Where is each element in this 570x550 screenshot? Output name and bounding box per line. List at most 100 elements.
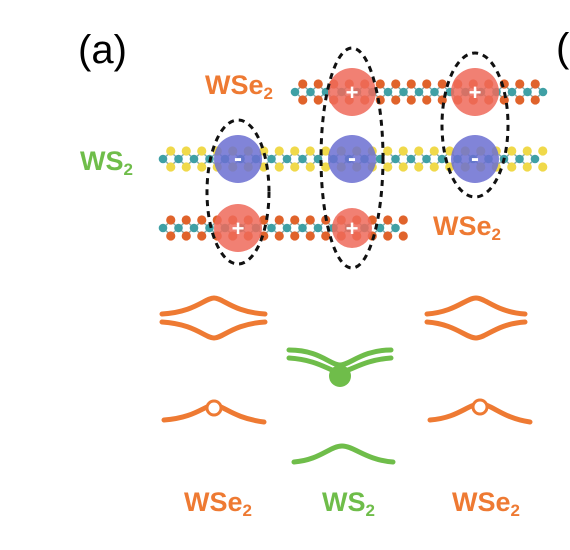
metal-atom [391, 223, 400, 233]
chalcogen-atom [298, 79, 308, 89]
metal-atom [306, 87, 315, 97]
metal-atom [290, 87, 300, 97]
chalcogen-atom [321, 146, 331, 156]
band-left-hole [205, 399, 223, 417]
hole-symbol: + [232, 216, 245, 241]
chalcogen-atom [197, 146, 207, 156]
chalcogen-atom [530, 79, 540, 89]
band-center-lower [291, 443, 396, 465]
chalcogen-atom [290, 215, 300, 225]
metal-atom [189, 223, 199, 233]
metal-atom [391, 154, 400, 164]
chalcogen-atom [522, 162, 532, 172]
electron-symbol: - [348, 145, 356, 172]
metal-atom [282, 154, 292, 164]
chalcogen-atom [383, 146, 393, 156]
next-panel-label-partial: ( [556, 26, 570, 70]
metal-atom [507, 87, 517, 97]
panel-label: (a) [78, 28, 127, 72]
exciton-ellipse-right [440, 51, 510, 199]
metal-atom [530, 154, 540, 164]
electron-left: - [214, 135, 262, 183]
band-left-upper-1 [159, 295, 268, 317]
band-right-upper-1 [424, 295, 528, 317]
metal-atom [158, 154, 168, 164]
metal-atom [267, 154, 276, 164]
chalcogen-atom [197, 162, 207, 172]
band-center [286, 347, 396, 465]
chalcogen-atom [391, 95, 401, 105]
metal-atom [313, 223, 323, 233]
chalcogen-atom [181, 231, 191, 241]
band-right-upper-2 [424, 319, 528, 341]
metal-atom [422, 154, 431, 164]
chalcogen-atom [515, 79, 525, 89]
chalcogen-atom [437, 95, 447, 105]
hole-symbol: + [469, 80, 482, 105]
exciton-ellipse-center [319, 46, 385, 270]
metal-atom [430, 87, 439, 97]
metal-atom [406, 154, 416, 164]
electron-center: - [328, 135, 376, 183]
chalcogen-atom [414, 162, 424, 172]
chalcogen-atom [383, 215, 393, 225]
band-label-left: WSe2 [184, 487, 252, 520]
hole-bottom-left: + [214, 204, 262, 252]
chalcogen-atom [398, 146, 408, 156]
chalcogen-atom [398, 215, 408, 225]
hole-bottom-center: + [332, 208, 372, 248]
metal-atom [267, 223, 276, 233]
metal-atom [189, 154, 199, 164]
metal-atom [174, 223, 183, 233]
chalcogen-atom [406, 95, 416, 105]
metal-atom [174, 154, 183, 164]
chalcogen-atom [181, 146, 191, 156]
chalcogen-atom [507, 162, 517, 172]
chalcogen-atom [515, 95, 525, 105]
hole-top-right: + [451, 68, 499, 116]
chalcogen-atom [429, 162, 439, 172]
label-ws2-middle: WS2 [80, 146, 133, 179]
chalcogen-atom [383, 162, 393, 172]
band-label-right: WSe2 [452, 487, 520, 520]
metal-atom [515, 154, 524, 164]
chalcogen-atom [298, 95, 308, 105]
chalcogen-atom [305, 162, 315, 172]
metal-atom [158, 223, 168, 233]
chalcogen-atom [507, 146, 517, 156]
chalcogen-atom [305, 146, 315, 156]
chalcogen-atom [181, 215, 191, 225]
chalcogen-atom [398, 162, 408, 172]
metal-atom [383, 87, 393, 97]
chalcogen-atom [313, 79, 323, 89]
band-left-upper-2 [159, 319, 268, 341]
chalcogen-atom [391, 79, 401, 89]
chalcogen-atom [383, 231, 393, 241]
chalcogen-atom [538, 162, 548, 172]
chalcogen-atom [274, 231, 284, 241]
chalcogen-atom [290, 162, 300, 172]
metal-atom [414, 87, 424, 97]
chalcogen-atom [313, 95, 323, 105]
metal-atom [538, 87, 548, 97]
chalcogen-atom [197, 215, 207, 225]
band-right-hole [471, 398, 489, 416]
chalcogen-atom [321, 162, 331, 172]
chalcogen-atom [274, 215, 284, 225]
chalcogen-atom [290, 231, 300, 241]
chalcogen-atom [321, 231, 331, 241]
hole-symbol: + [346, 80, 359, 105]
hole-top-center: + [328, 68, 376, 116]
chalcogen-atom [166, 231, 176, 241]
metal-atom [437, 154, 447, 164]
chalcogen-atom [290, 146, 300, 156]
band-label-center: WS2 [322, 487, 375, 520]
electron-right: - [451, 135, 499, 183]
metal-atom [282, 223, 292, 233]
chalcogen-atom [406, 79, 416, 89]
chalcogen-atom [398, 231, 408, 241]
label-wse2-bottom: WSe2 [433, 211, 501, 244]
metal-atom [399, 87, 408, 97]
chalcogen-atom [522, 146, 532, 156]
